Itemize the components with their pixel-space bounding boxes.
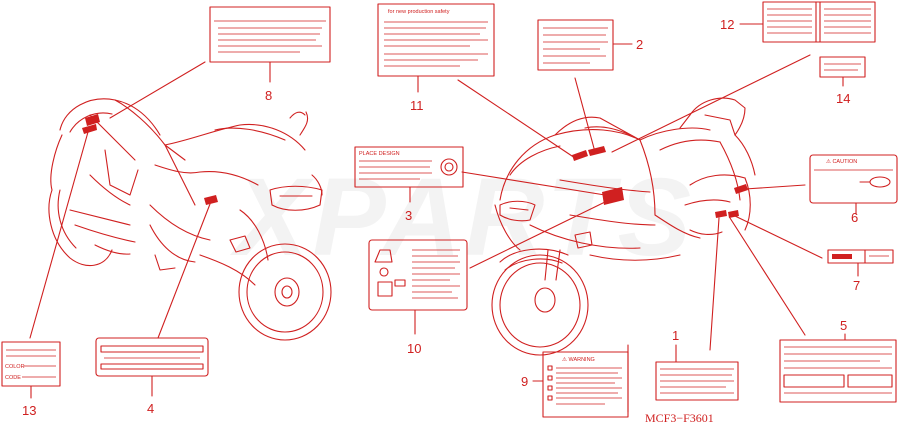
callout-13: 13 [22,403,36,418]
right-motorcycle [491,97,756,356]
label-8-decal [209,6,331,83]
callout-12: 12 [720,17,734,32]
label-13-decal: COLOR CODE [1,341,61,399]
svg-text:PLACE DESIGN: PLACE DESIGN [359,151,400,157]
label-3-decal: PLACE DESIGN [354,146,464,203]
callout-1: 1 [672,328,679,343]
label-12-decal [739,1,876,43]
callout-2: 2 [636,37,643,52]
label-9-decal: ⚠ WARNING [532,351,629,418]
callout-3: 3 [405,208,412,223]
callout-8: 8 [265,88,272,103]
left-motorcycle [48,98,332,341]
callout-5: 5 [840,318,847,333]
label-14-decal [819,56,866,87]
label-5-decal: 5 [779,318,897,403]
svg-text:for new production safety: for new production safety [388,9,450,15]
label-7-decal [827,249,894,277]
svg-text:⚠ CAUTION: ⚠ CAUTION [826,158,857,165]
label-2-decal [537,19,633,71]
leader-lines [29,54,823,413]
label-1-decal: 1 [655,328,739,401]
callout-6: 6 [851,210,858,225]
diagram-code: MCF3−F3601 [645,411,714,425]
label-11-decal: for new production safety [377,3,495,93]
label-4-decal [95,337,209,397]
callout-11: 11 [410,98,424,113]
svg-text:⚠ WARNING: ⚠ WARNING [562,356,595,363]
callout-14: 14 [836,91,850,106]
svg-text:CODE: CODE [5,375,21,381]
label-10-decal [368,239,468,335]
callout-4: 4 [147,401,154,416]
label-6-decal: ⚠ CAUTION [809,154,898,215]
callout-7: 7 [853,278,860,293]
watermark: XPARTS [229,156,695,279]
callout-10: 10 [407,341,421,356]
callout-9: 9 [521,374,528,389]
svg-text:COLOR: COLOR [5,364,25,370]
